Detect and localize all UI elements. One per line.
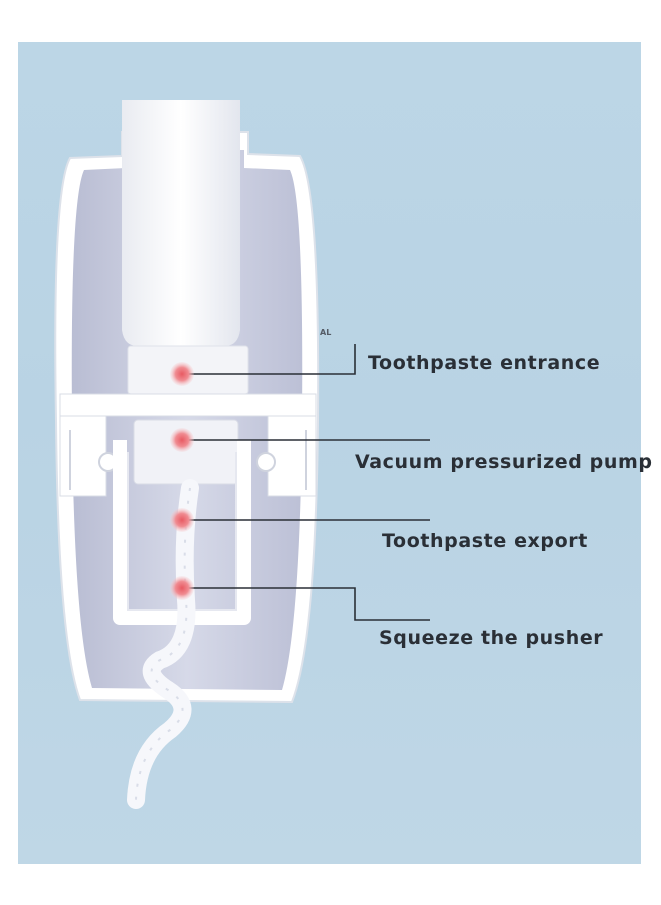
toothpaste-tube — [122, 100, 240, 346]
label-toothpaste-entrance: Toothpaste entrance — [368, 352, 601, 374]
label-toothpaste-export: Toothpaste export — [382, 530, 588, 552]
label-squeeze-pusher: Squeeze the pusher — [379, 627, 604, 649]
pump-body — [98, 419, 276, 485]
callout-line-entrance — [182, 344, 356, 375]
toothpaste-ribbon — [127, 479, 199, 809]
marker-entrance-icon — [170, 362, 194, 386]
callout-lines — [182, 344, 430, 621]
callout-line-pusher — [182, 587, 430, 621]
marker-pump-icon — [170, 428, 194, 452]
marker-export-icon — [170, 508, 194, 532]
marker-pusher-icon — [170, 576, 194, 600]
label-vacuum-pump: Vacuum pressurized pump — [355, 451, 653, 473]
corner-mark: AL — [320, 328, 332, 337]
callout-markers — [170, 362, 194, 600]
support-shelf — [59, 393, 317, 497]
